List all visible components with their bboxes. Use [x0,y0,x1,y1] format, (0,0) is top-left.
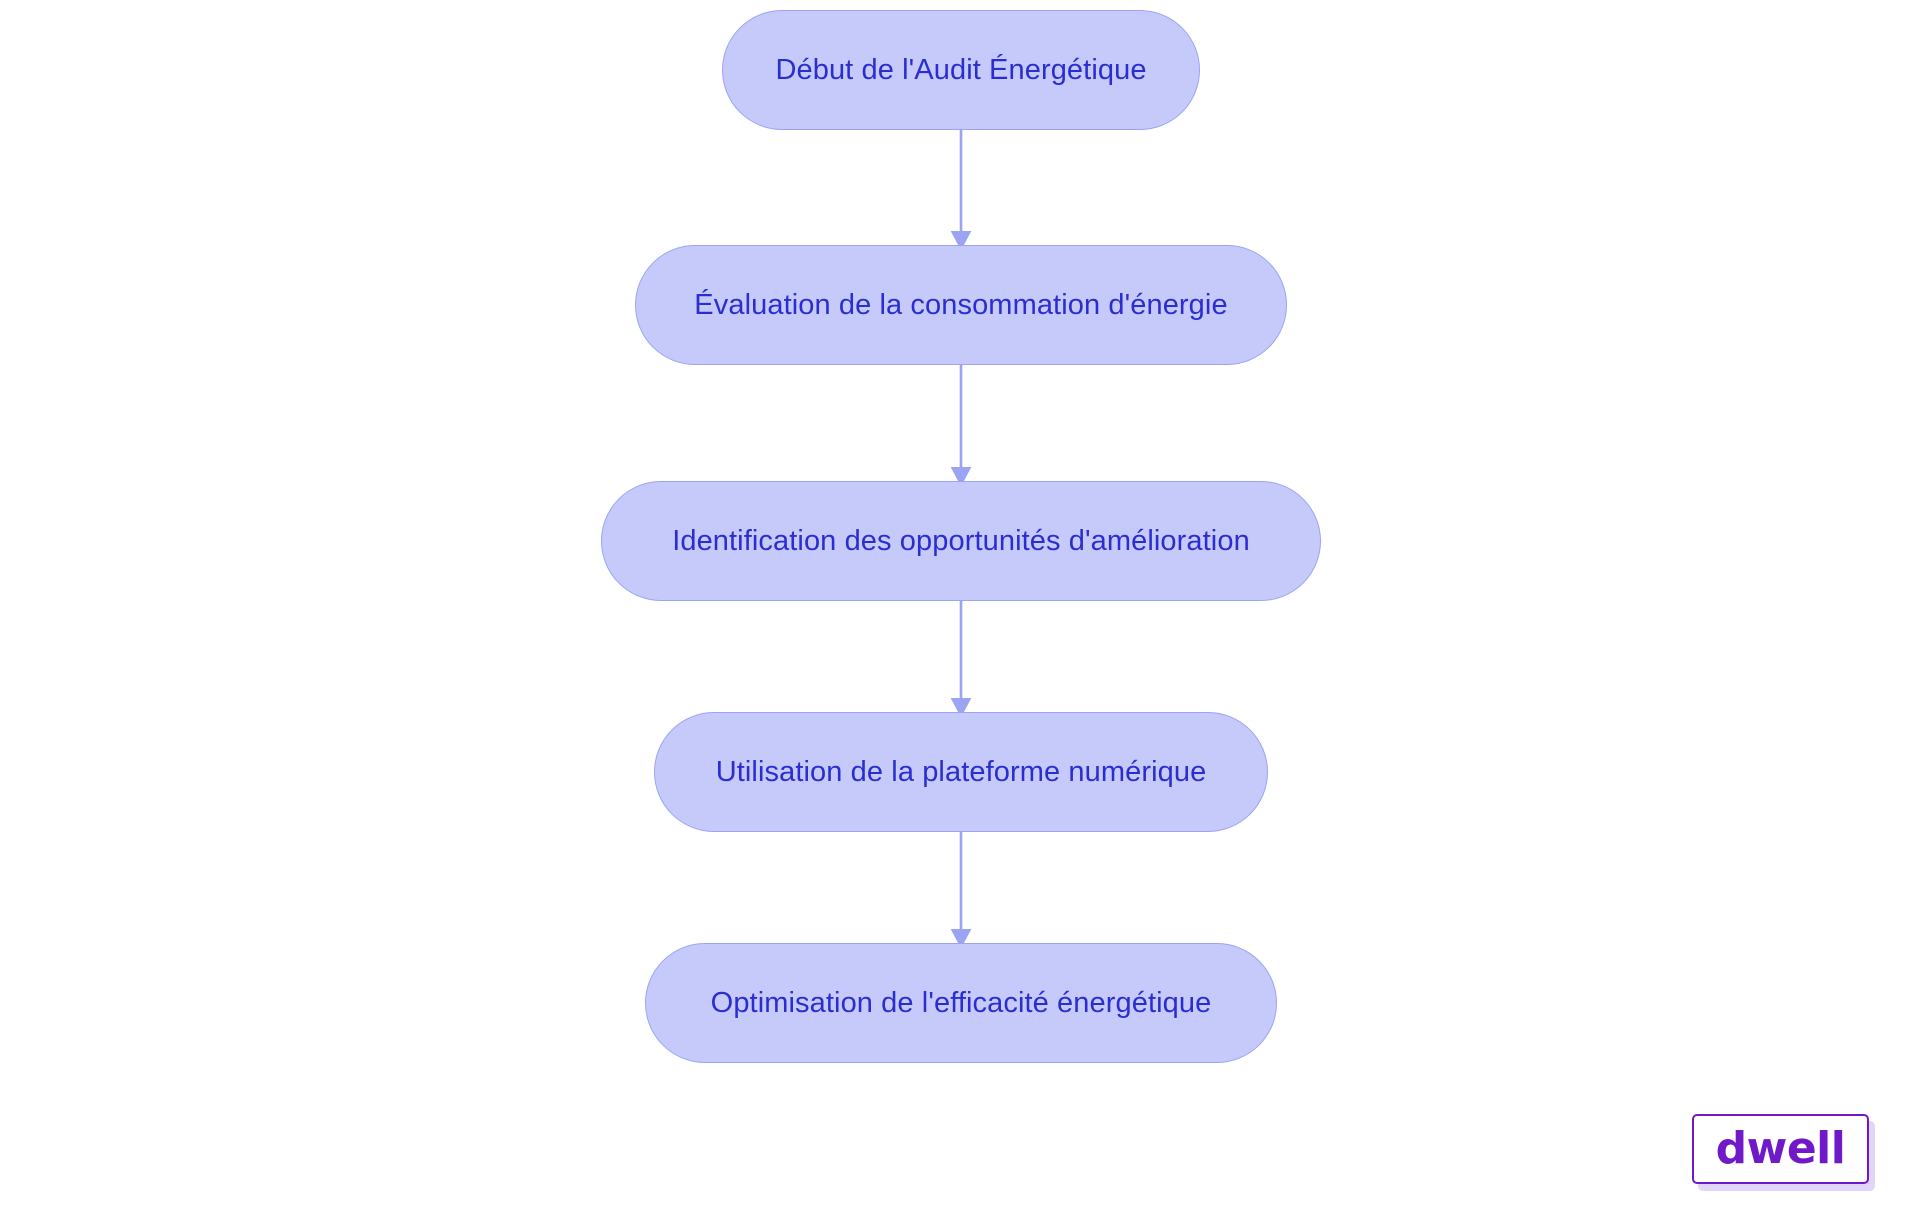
flowchart-node-utilisation-plateforme[interactable]: Utilisation de la plateforme numérique [654,712,1268,832]
flowchart-node-label: Utilisation de la plateforme numérique [715,755,1207,788]
flowchart-node-label: Évaluation de la consommation d'énergie [694,288,1228,321]
flowchart-node-label: Début de l'Audit Énergétique [775,53,1147,86]
flowchart-node-debut-audit[interactable]: Début de l'Audit Énergétique [722,10,1200,130]
flowchart-node-evaluation-consommation[interactable]: Évaluation de la consommation d'énergie [635,245,1287,365]
flowchart-node-optimisation-efficacite[interactable]: Optimisation de l'efficacité énergétique [645,943,1277,1063]
dwell-logo-badge[interactable]: dwell [1692,1114,1869,1184]
flowchart-node-label: Optimisation de l'efficacité énergétique [710,986,1212,1019]
dwell-logo-text: dwell [1715,1123,1846,1174]
flowchart-node-identification-opportunites[interactable]: Identification des opportunités d'amélio… [601,481,1321,601]
flowchart-node-label: Identification des opportunités d'amélio… [672,524,1250,557]
